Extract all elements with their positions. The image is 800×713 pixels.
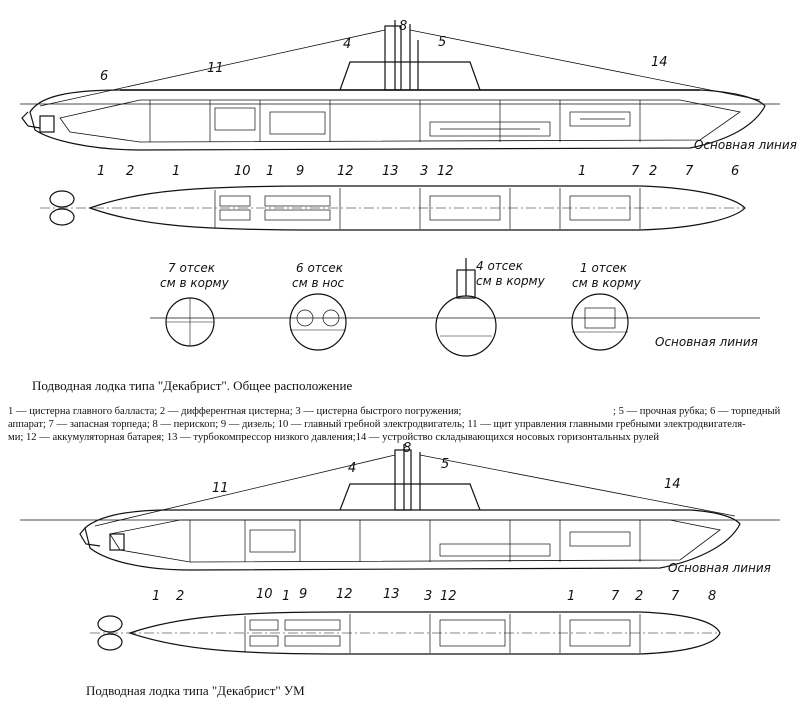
fig1-callout: 13 xyxy=(382,164,399,179)
fig2-plan-view xyxy=(90,611,721,655)
section-1-line2: см в корму xyxy=(572,276,642,290)
legend-line-2: аппарат; 7 — запасная торпеда; 8 — перис… xyxy=(8,419,746,430)
fig1-callout: 12 xyxy=(337,164,354,179)
fig2-callout: 7 xyxy=(671,589,680,604)
fig1-callout: 1 xyxy=(266,164,274,179)
section-1-line1: 1 отсек xyxy=(580,261,628,275)
fig2-side-profile xyxy=(20,444,780,571)
fig1-callout: 3 xyxy=(420,164,428,179)
fig2-callout: 7 xyxy=(611,589,620,604)
section-baseline-label: Основная линия xyxy=(655,335,758,349)
fig2-callout: 1 xyxy=(567,589,575,604)
fig1-callout: 2 xyxy=(126,164,134,179)
fig1-callout: 1 xyxy=(97,164,105,179)
fig1-callout-11: 11 xyxy=(207,61,224,76)
section-7-line2: см в корму xyxy=(160,276,230,290)
fig1-callout-4: 4 xyxy=(343,37,351,52)
fig2-callout: 8 xyxy=(708,589,716,604)
fig1-caption: Подводная лодка типа "Декабрист". Общее … xyxy=(32,378,353,393)
fig1-callout: 1 xyxy=(578,164,586,179)
fig1-callout-5: 5 xyxy=(438,35,446,50)
fig2-callout-11: 11 xyxy=(212,481,229,496)
fig1-side-profile xyxy=(20,20,780,151)
fig1-plan-view xyxy=(40,185,746,231)
fig1-callout: 9 xyxy=(296,164,304,179)
fig2-plan-callout: 12 xyxy=(336,587,353,602)
fig2-callout: 12 xyxy=(440,589,457,604)
fig1-callout: 6 xyxy=(731,164,739,179)
fig2-callout: 2 xyxy=(176,589,184,604)
fig1-callout: 10 xyxy=(234,164,251,179)
fig1-callout: 2 xyxy=(649,164,657,179)
legend-line-1: 1 — цистерна главного балласта; 2 — дифф… xyxy=(8,405,794,418)
fig1-callout: 7 xyxy=(685,164,694,179)
fig2-callout-8: 8 xyxy=(403,441,411,456)
fig2-caption: Подводная лодка типа "Декабрист" УМ xyxy=(86,683,305,698)
legend-line-3: ми; 12 — аккумуляторная батарея; 13 — ту… xyxy=(8,432,660,443)
section-4-line2: см в корму xyxy=(476,274,546,288)
fig1-callout: 7 xyxy=(631,164,640,179)
section-7-line1: 7 отсек xyxy=(168,261,216,275)
fig2-callout: 3 xyxy=(424,589,432,604)
fig1-cross-sections xyxy=(150,258,760,357)
fig2-plan-callout: 10 xyxy=(256,587,273,602)
fig2-callout-14: 14 xyxy=(664,477,681,492)
fig2-callout-4: 4 xyxy=(348,461,356,476)
fig2-callout-5: 5 xyxy=(441,457,449,472)
legend-line-1-text: 1 — цистерна главного балласта; 2 — дифф… xyxy=(8,406,462,417)
legend-line-1b-text: ; 5 — прочная рубка; 6 — торпедный xyxy=(613,406,781,417)
fig2-plan-callout: 13 xyxy=(383,587,400,602)
fig1-callout: 1 xyxy=(172,164,180,179)
fig1-callout: 12 xyxy=(437,164,454,179)
fig1-callout-6-stern: 6 xyxy=(100,69,108,84)
fig1-baseline-label: Основная линия xyxy=(694,138,797,152)
fig1-callout-14: 14 xyxy=(651,55,668,70)
fig2-plan-callout: 9 xyxy=(299,587,307,602)
section-4-line1: 4 отсек xyxy=(476,259,524,273)
section-6-line2: см в нос xyxy=(292,276,345,290)
legend: 1 — цистерна главного балласта; 2 — дифф… xyxy=(8,405,794,444)
fig2-callout: 1 xyxy=(152,589,160,604)
fig1-callout-8: 8 xyxy=(399,19,407,34)
fig2-baseline-label: Основная линия xyxy=(668,561,771,575)
section-6-line1: 6 отсек xyxy=(296,261,344,275)
fig2-plan-callout: 1 xyxy=(282,589,290,604)
fig2-callout: 2 xyxy=(635,589,643,604)
